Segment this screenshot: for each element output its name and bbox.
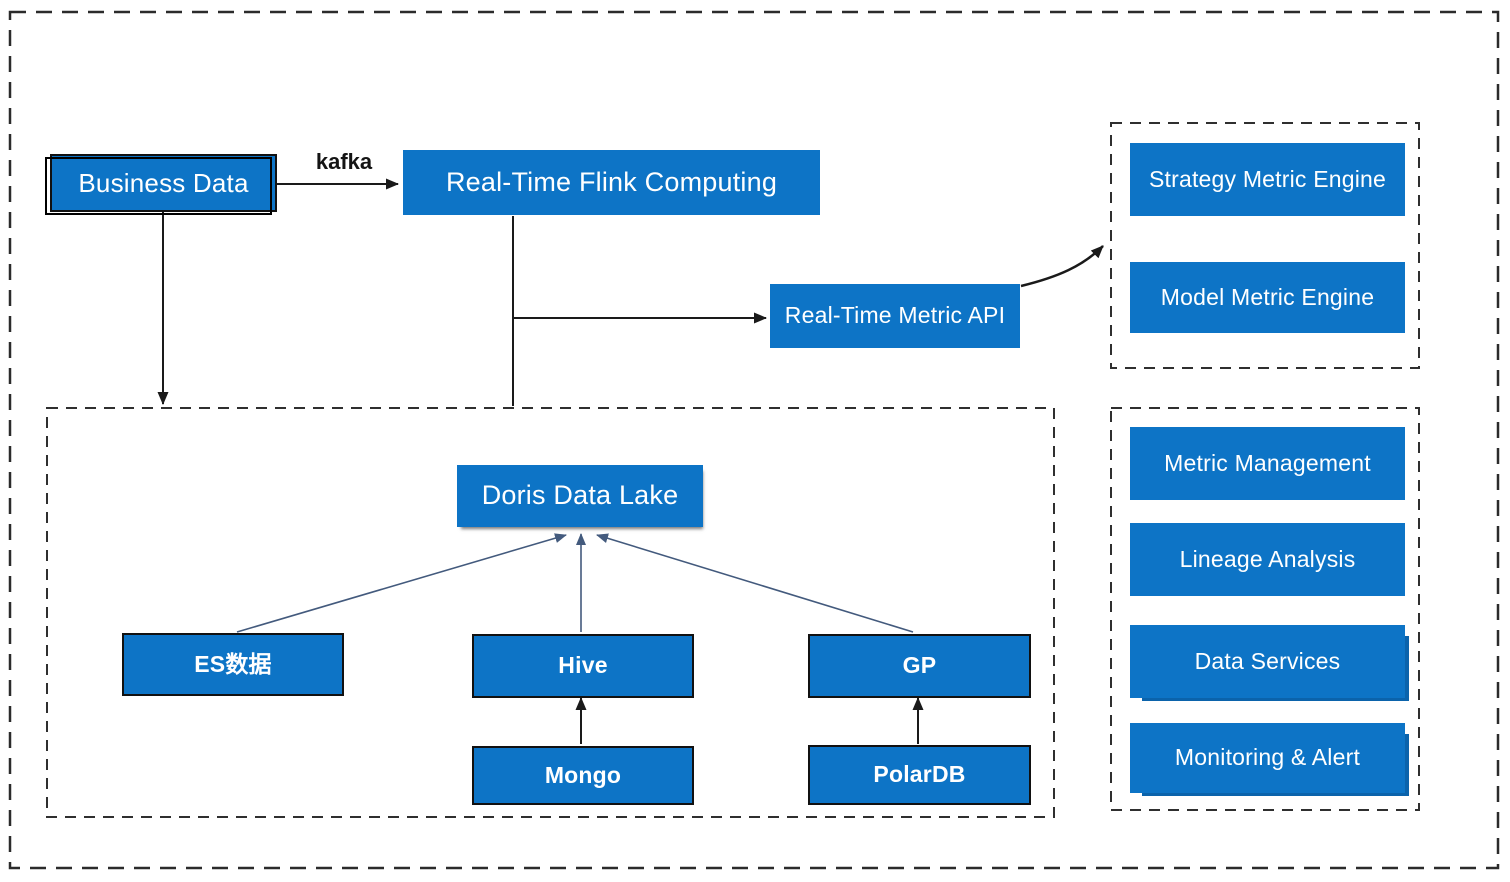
outer-border <box>8 10 1500 870</box>
node-strategy-metric-engine: Strategy Metric Engine <box>1130 143 1405 216</box>
zone-metric-services <box>1110 407 1420 811</box>
edge-gp-to-doris <box>596 533 914 633</box>
node-data-services: Data Services <box>1130 625 1405 698</box>
node-hive: Hive <box>472 634 694 698</box>
node-monitoring-alert: Monitoring & Alert <box>1130 723 1405 793</box>
node-realtime-metric-api: Real-Time Metric API <box>770 284 1020 348</box>
node-flink-computing: Real-Time Flink Computing <box>403 150 820 215</box>
edge-es-to-doris <box>236 533 567 633</box>
zone-data-lake <box>46 407 1055 818</box>
edge-label-kafka: kafka <box>315 149 373 174</box>
node-metric-management: Metric Management <box>1130 427 1405 500</box>
edge-api-to-engines <box>1020 245 1104 288</box>
node-es-data: ES数据 <box>122 633 344 696</box>
node-polardb: PolarDB <box>808 745 1031 805</box>
node-gp: GP <box>808 634 1031 698</box>
node-lineage-analysis: Lineage Analysis <box>1130 523 1405 596</box>
zone-metric-engines <box>1110 122 1420 369</box>
node-business-data: Business Data <box>45 154 277 215</box>
node-doris-data-lake: Doris Data Lake <box>457 465 703 527</box>
node-model-metric-engine: Model Metric Engine <box>1130 262 1405 333</box>
node-mongo: Mongo <box>472 746 694 805</box>
